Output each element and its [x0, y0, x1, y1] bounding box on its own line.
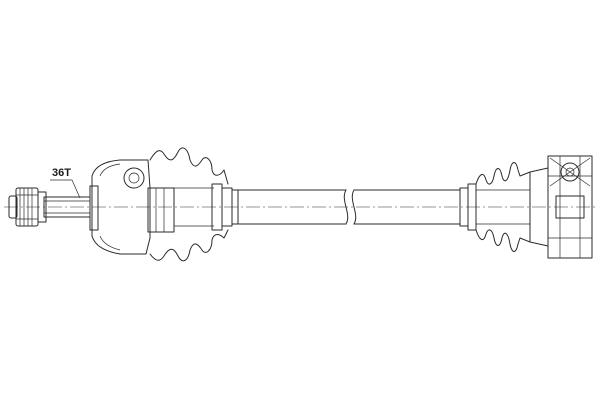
spline-stub [8, 187, 91, 227]
outer-boot [149, 147, 229, 262]
main-shaft [237, 189, 461, 225]
inner-boot-clamp [459, 183, 477, 231]
inner-boot [475, 162, 531, 252]
outer-boot-clamp [211, 183, 239, 231]
spline-callout: 36T [50, 167, 81, 199]
inner-cv-joint [529, 155, 593, 259]
spline-count-label: 36T [52, 167, 71, 179]
outer-cv-joint [89, 159, 175, 255]
